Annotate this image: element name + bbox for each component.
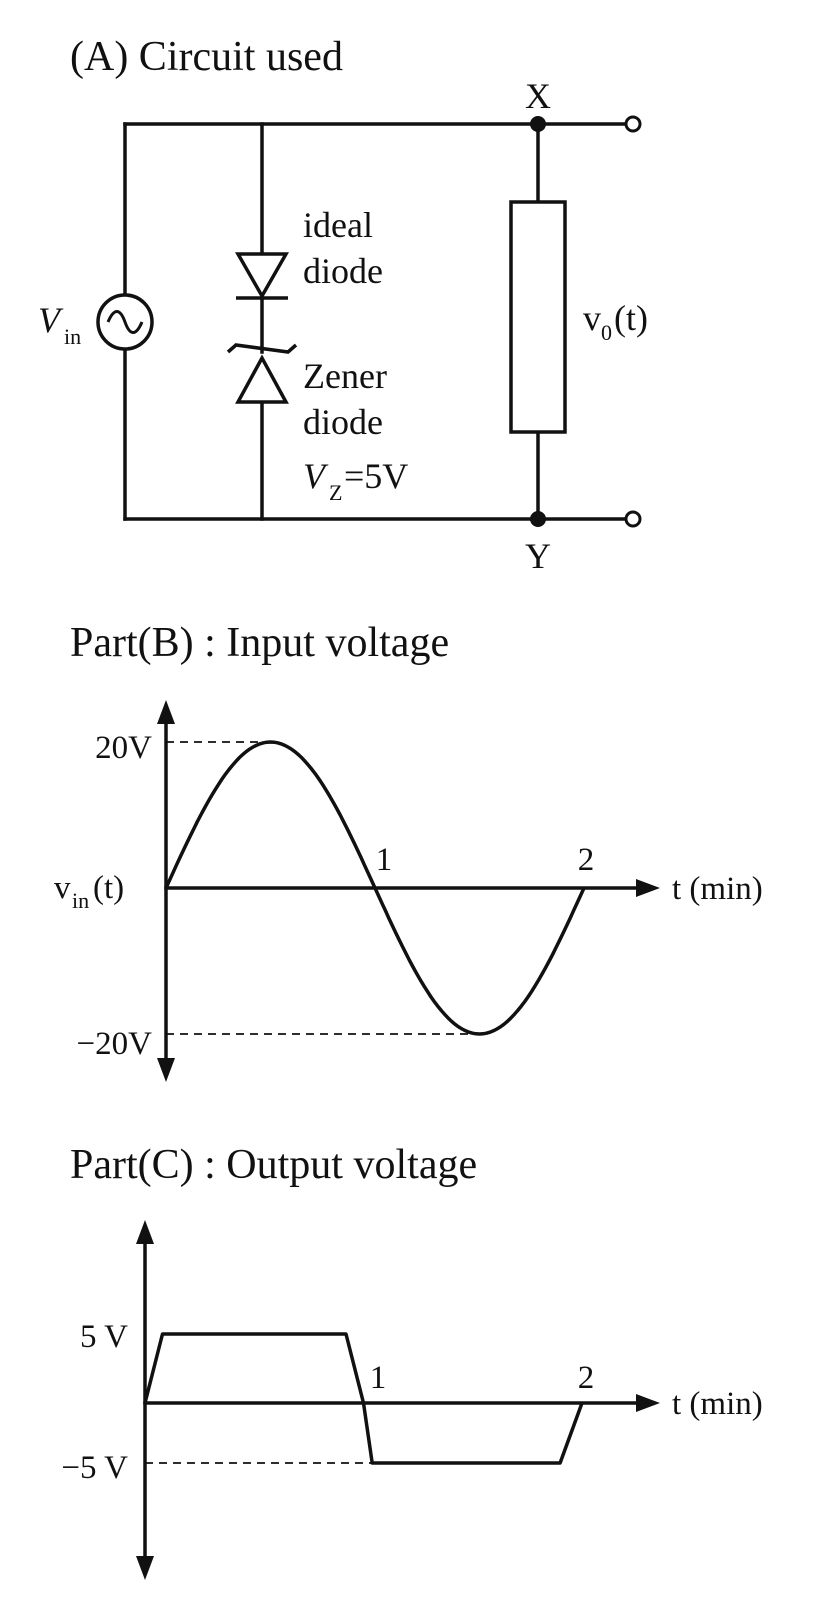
part-b-y-tick-minus-20v: −20V bbox=[77, 1026, 153, 1062]
ideal-diode-label-line2: diode bbox=[303, 251, 383, 291]
output-label: v bbox=[583, 298, 601, 338]
part-b-x-axis-arrow-icon bbox=[636, 879, 660, 897]
part-c-y-tick-5v: 5 V bbox=[80, 1319, 128, 1355]
part-b-y-label-subscript: in bbox=[72, 888, 89, 913]
terminal-top-icon bbox=[624, 115, 642, 133]
zener-voltage-symbol: V bbox=[303, 456, 329, 496]
zener-diode-label-line2: diode bbox=[303, 402, 383, 442]
part-b-input-sine-curve bbox=[164, 740, 586, 1036]
part-b-input-chart: Part(B) : Input voltage 20V −20V 1 2 v i… bbox=[54, 620, 763, 1082]
ideal-diode-icon bbox=[234, 252, 290, 300]
part-c-x-tick-2: 2 bbox=[578, 1360, 595, 1396]
zener-diode-bar bbox=[226, 343, 298, 354]
part-b-y-label-tail: (t) bbox=[93, 870, 124, 906]
ideal-diode-label-line1: ideal bbox=[303, 205, 373, 245]
part-a-circuit: (A) Circuit used V in ideal diode Zener … bbox=[38, 34, 648, 576]
part-a-title: (A) Circuit used bbox=[70, 34, 343, 80]
part-c-y-axis-arrow-up-icon bbox=[136, 1220, 154, 1244]
part-b-y-axis-arrow-down-icon bbox=[157, 1058, 175, 1082]
part-b-title: Part(B) : Input voltage bbox=[70, 620, 449, 666]
sine-wave-icon bbox=[106, 310, 144, 334]
part-c-y-axis-arrow-down-icon bbox=[136, 1556, 154, 1580]
terminal-bottom-icon bbox=[624, 510, 642, 528]
node-y-dot bbox=[530, 511, 546, 527]
part-c-output-clipped-curve bbox=[143, 1332, 584, 1465]
part-c-title: Part(C) : Output voltage bbox=[70, 1142, 477, 1188]
output-label-subscript: 0 bbox=[601, 320, 612, 345]
zener-voltage-subscript: Z bbox=[329, 480, 342, 505]
source-label-subscript: in bbox=[64, 324, 81, 349]
node-y-label: Y bbox=[525, 536, 551, 576]
source-label: V bbox=[38, 300, 64, 340]
part-c-y-tick-minus-5v: −5 V bbox=[61, 1450, 128, 1486]
output-label-tail: (t) bbox=[614, 298, 648, 338]
node-x-label: X bbox=[525, 76, 551, 116]
zener-diode-label-line1: Zener bbox=[303, 356, 387, 396]
zener-diode-icon bbox=[235, 354, 289, 404]
part-c-x-label: t (min) bbox=[672, 1386, 763, 1422]
part-c-x-axis-arrow-icon bbox=[636, 1394, 660, 1412]
part-c-output-chart: Part(C) : Output voltage 5 V −5 V 1 2 t … bbox=[61, 1142, 763, 1580]
part-b-y-axis-arrow-up-icon bbox=[157, 700, 175, 724]
load-resistor-icon bbox=[509, 200, 567, 434]
part-b-x-label: t (min) bbox=[672, 871, 763, 907]
part-b-y-tick-20v: 20V bbox=[95, 730, 152, 766]
zener-voltage-value: =5V bbox=[344, 456, 408, 496]
part-c-x-tick-1: 1 bbox=[370, 1360, 387, 1396]
part-b-x-tick-1: 1 bbox=[376, 842, 393, 878]
part-b-x-tick-2: 2 bbox=[578, 842, 595, 878]
part-b-y-label: v bbox=[54, 870, 71, 906]
node-x-dot bbox=[530, 116, 546, 132]
